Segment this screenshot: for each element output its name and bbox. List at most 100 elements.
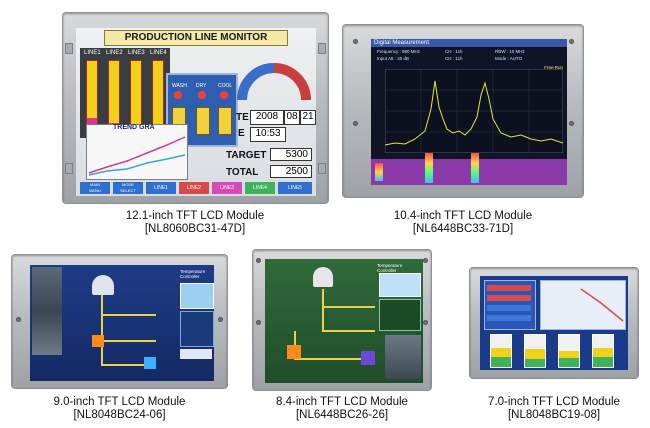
date-year: 2008 xyxy=(250,110,284,125)
module-part-number: [NL8048BC24-06] xyxy=(73,409,166,421)
level-bars xyxy=(484,334,624,368)
target-value: 5300 xyxy=(270,148,312,161)
date-day: 21 xyxy=(300,110,316,125)
module-size-label: 12.1-inch TFT LCD Module xyxy=(125,210,265,222)
line-label: LINE2 xyxy=(106,50,123,56)
screen-title: Digital Measurement xyxy=(371,39,567,47)
setting-panel xyxy=(180,311,214,347)
total-value: 2500 xyxy=(270,165,312,178)
signal-marker xyxy=(471,153,479,183)
value-panel xyxy=(379,273,421,297)
mounting-tab xyxy=(318,163,326,174)
mounting-tab xyxy=(318,43,326,54)
module-part-number: [NL6448BC33-71D] xyxy=(412,223,514,235)
info-item: Mode : AUTO xyxy=(495,56,523,61)
lcd-screen: PRODUCTION LINE MONITOR LINE1 LINE2 LINE… xyxy=(76,28,316,196)
signal-marker xyxy=(375,163,383,181)
mode-button[interactable]: MODE SELECT xyxy=(113,182,143,194)
mode-indicator xyxy=(180,349,212,359)
pipe-diagram xyxy=(92,295,156,369)
module-10-4-inch: Digital Measurement Frequency : 980 MHz … xyxy=(343,25,583,197)
mounting-hole xyxy=(256,258,261,263)
level-bar xyxy=(152,60,164,132)
level-bar xyxy=(108,60,120,132)
toggle-switch[interactable] xyxy=(218,107,232,135)
lcd-screen xyxy=(480,276,628,370)
time-prefix: E xyxy=(238,128,245,139)
level-bar xyxy=(130,60,142,132)
lcd-screen: Digital Measurement Frequency : 980 MHz … xyxy=(371,39,567,185)
line-label: LINE4 xyxy=(150,50,167,56)
trend-lines xyxy=(88,136,186,176)
time-value: 10:53 xyxy=(250,127,286,142)
info-item: Frequency : 980 MHz xyxy=(377,49,421,54)
indicator-lamp xyxy=(220,91,228,99)
info-panel: Frequency : 980 MHz CH : 1ch RBW : 10 MH… xyxy=(375,49,563,63)
module-caption: 10.4-inch TFT LCD Module [NL6448BC33-71D… xyxy=(343,210,583,236)
mounting-tab xyxy=(65,43,73,54)
toggle-switch[interactable] xyxy=(196,107,210,135)
line-button[interactable]: LINE2 xyxy=(179,182,209,194)
mounting-hole xyxy=(353,121,358,126)
photo-panel xyxy=(385,335,421,379)
trend-chart xyxy=(580,288,624,322)
lcd-screen: Temperature Controller xyxy=(30,265,214,381)
lcd-screen: Temperature Controller xyxy=(265,259,423,383)
signal-marker xyxy=(425,153,433,183)
module-12-1-inch: PRODUCTION LINE MONITOR LINE1 LINE2 LINE… xyxy=(63,13,328,203)
info-item: CH : 1ch xyxy=(445,49,463,54)
tank-graphic xyxy=(92,275,114,295)
controller-title: Temperature Controller xyxy=(180,269,206,279)
line-button[interactable]: LINE1 xyxy=(146,182,176,194)
trend-graph: TREND GRA xyxy=(86,124,188,180)
level-bar xyxy=(86,60,98,132)
module-size-label: 7.0-inch TFT LCD Module xyxy=(488,396,620,408)
semicircle-gauge xyxy=(237,63,311,101)
switch-label: DRY xyxy=(196,83,207,89)
menu-button[interactable]: MAIN MENU xyxy=(80,182,110,194)
module-part-number: [NL6448BC26-26] xyxy=(295,409,389,421)
switch-label: WASH xyxy=(172,83,187,89)
corner-label: Free Run xyxy=(544,65,563,70)
mounting-hole xyxy=(423,320,428,325)
pipe-diagram xyxy=(287,289,375,365)
switch-label: COOL xyxy=(218,83,233,89)
module-size-label: 8.4-inch TFT LCD Module xyxy=(276,396,408,408)
trend-label: TREND GRA xyxy=(113,124,155,131)
spectrum-band xyxy=(371,153,567,185)
line-button[interactable]: LINE4 xyxy=(245,182,275,194)
total-label: TOTAL xyxy=(226,167,259,178)
module-size-label: 9.0-inch TFT LCD Module xyxy=(53,396,186,408)
info-item: RBW : 10 MHz xyxy=(495,49,525,54)
module-caption: 9.0-inch TFT LCD Module [NL8048BC24-06] xyxy=(12,396,227,422)
module-caption: 7.0-inch TFT LCD Module [NL8048BC19-08] xyxy=(455,396,650,422)
date-prefix: TE xyxy=(236,112,249,123)
info-item: CH : 1ch xyxy=(445,56,463,61)
mounting-hole xyxy=(218,317,223,322)
mounting-hole xyxy=(256,320,261,325)
mounting-hole xyxy=(353,39,358,44)
bottom-button-bar: MAIN MENU MODE SELECT LINE1 LINE2 LINE3 … xyxy=(80,182,314,194)
mounting-hole xyxy=(16,317,21,322)
info-item: Input Att : 40 dB xyxy=(377,56,410,61)
module-caption: 12.1-inch TFT LCD Module [NL8060BC31-47D… xyxy=(70,210,320,236)
indicator-lamp xyxy=(174,91,182,99)
controller-title: Temperature Controller xyxy=(377,263,403,273)
spectrum-plot xyxy=(385,69,563,153)
grid-panel xyxy=(540,280,626,330)
screen-title: PRODUCTION LINE MONITOR xyxy=(104,30,288,46)
indicator-lamp xyxy=(198,91,206,99)
photo-panel xyxy=(32,267,62,355)
line-label: LINE3 xyxy=(128,50,145,56)
target-label: TARGET xyxy=(226,150,267,161)
module-size-label: 10.4-inch TFT LCD Module xyxy=(393,210,533,222)
line-button[interactable]: LINE3 xyxy=(212,182,242,194)
module-8-4-inch: Temperature Controller xyxy=(253,250,431,390)
line-label: LINE1 xyxy=(84,50,101,56)
module-caption: 8.4-inch TFT LCD Module [NL6448BC26-26] xyxy=(243,396,441,422)
module-part-number: [NL8060BC31-47D] xyxy=(144,223,246,235)
module-9-0-inch: Temperature Controller xyxy=(12,255,227,388)
tank-graphic xyxy=(313,267,333,287)
line-button[interactable]: LINE5 xyxy=(278,182,312,194)
